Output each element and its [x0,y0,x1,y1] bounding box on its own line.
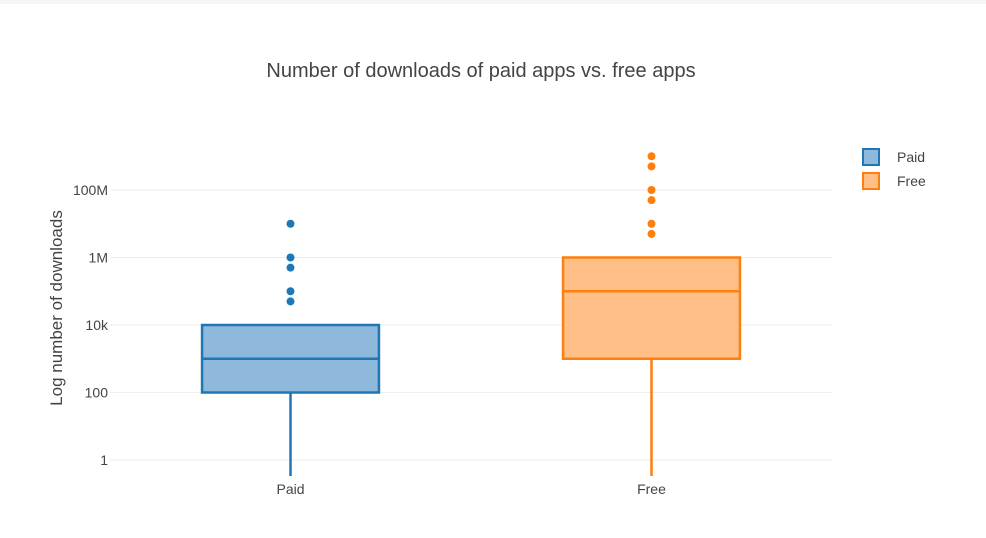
legend-swatch [862,148,880,166]
outlier-point [286,219,295,228]
legend-swatch [862,172,880,190]
top-toolbar-strip [0,0,986,4]
outlier-point [647,229,656,238]
outlier-point [647,196,656,205]
y-tick-label: 1 [100,452,108,468]
box-body [561,256,742,360]
outlier-point [647,219,656,228]
outlier-point [647,152,656,161]
legend-label: Paid [897,149,925,165]
chart-title: Number of downloads of paid apps vs. fre… [266,60,695,82]
outlier-point [286,253,295,262]
y-tick-label: 100M [73,182,108,198]
outlier-point [286,263,295,272]
y-tick-label: 100 [85,385,109,401]
outlier-point [286,287,295,296]
x-tick-label: Free [637,481,666,497]
y-axis-title: Log number of downloads [47,210,66,406]
y-tick-label: 10k [85,317,109,333]
y-tick-label: 1M [89,250,108,266]
outlier-point [286,297,295,306]
legend-label: Free [897,173,926,189]
outlier-point [647,162,656,171]
x-tick-label: Paid [276,481,304,497]
axes: 1 100 10k 1M 100M Paid Free [73,182,666,497]
box-traces [200,152,742,476]
outlier-point [647,186,656,194]
